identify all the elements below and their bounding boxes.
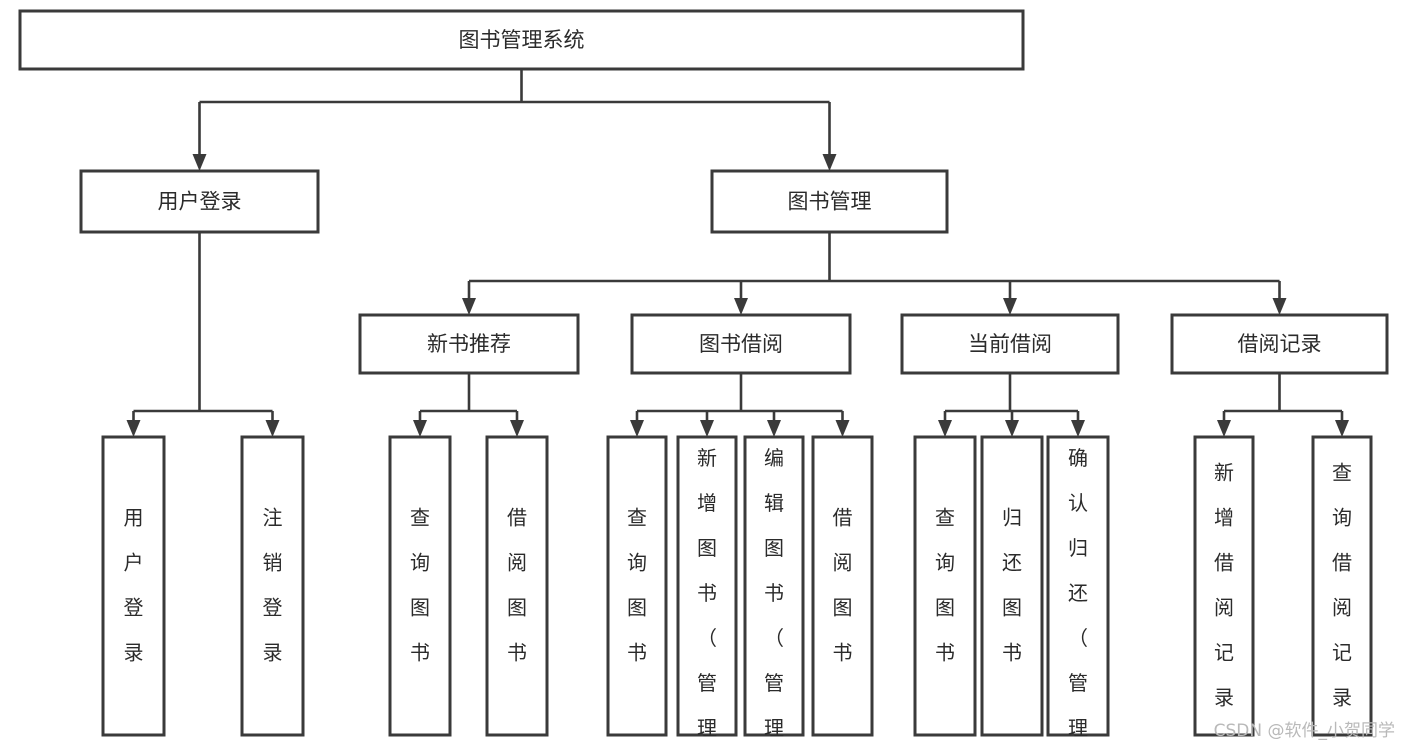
- node-box[interactable]: [1170, 313, 1389, 375]
- arrow-head-icon: [1335, 420, 1349, 437]
- arrow-head-icon: [734, 298, 748, 315]
- arrow-head-icon: [1272, 298, 1287, 315]
- node-label: 新增借阅记录: [1214, 460, 1234, 709]
- node-level2[interactable]: 图书管理: [710, 169, 949, 234]
- node-label: 查询图书: [410, 505, 430, 664]
- watermark-label: CSDN @软件_小贺同学: [1213, 721, 1395, 741]
- node-box[interactable]: [913, 435, 977, 737]
- node-box[interactable]: [101, 435, 166, 737]
- node-box[interactable]: [18, 9, 1025, 71]
- arrow-head-icon: [1071, 420, 1085, 437]
- node-box[interactable]: [606, 435, 668, 737]
- node-leaf[interactable]: 用户登录: [101, 435, 166, 737]
- node-label: 编辑图书（管理员）: [764, 446, 784, 747]
- node-label: 查询图书: [627, 505, 647, 664]
- arrow-head-icon: [510, 420, 524, 437]
- node-label: 图书管理系统: [459, 28, 585, 52]
- arrow-head-icon: [265, 420, 280, 437]
- arrow-head-icon: [1217, 420, 1231, 437]
- node-label: 注销登录: [263, 505, 283, 664]
- arrow-head-icon: [630, 420, 644, 437]
- arrow-head-icon: [1005, 420, 1019, 437]
- node-root[interactable]: 图书管理系统: [18, 9, 1025, 71]
- node-level2[interactable]: 用户登录: [79, 169, 320, 234]
- node-leaf[interactable]: 新增图书（管理员）: [676, 435, 738, 747]
- node-label: 新书推荐: [427, 332, 511, 356]
- arrow-head-icon: [822, 154, 837, 171]
- arrow-head-icon: [462, 298, 476, 315]
- node-label: 当前借阅: [968, 332, 1052, 356]
- node-box[interactable]: [79, 169, 320, 234]
- node-label: 归还图书: [1002, 505, 1022, 664]
- node-box[interactable]: [743, 435, 805, 737]
- node-leaf[interactable]: 借阅图书: [811, 435, 874, 737]
- node-label: 新增图书（管理员）: [697, 446, 717, 747]
- node-level3[interactable]: 图书借阅: [630, 313, 852, 375]
- node-leaf[interactable]: 查询借阅记录: [1311, 435, 1373, 737]
- node-box[interactable]: [811, 435, 874, 737]
- node-label: 借阅图书: [833, 505, 853, 664]
- node-level3[interactable]: 当前借阅: [900, 313, 1120, 375]
- node-label: 确认归还（管理员）: [1068, 446, 1088, 747]
- arrow-head-icon: [192, 154, 207, 171]
- node-leaf[interactable]: 查询图书: [388, 435, 452, 737]
- arrow-head-icon: [835, 420, 850, 437]
- node-leaf[interactable]: 确认归还（管理员）: [1046, 435, 1110, 747]
- node-box[interactable]: [900, 313, 1120, 375]
- node-label: 图书借阅: [699, 332, 783, 356]
- arrow-head-icon: [126, 420, 141, 437]
- node-leaf[interactable]: 查询图书: [606, 435, 668, 737]
- node-label: 查询图书: [935, 505, 955, 664]
- node-box[interactable]: [1193, 435, 1255, 737]
- arrow-head-icon: [767, 420, 781, 437]
- arrow-head-icon: [413, 420, 427, 437]
- arrow-head-icon: [700, 420, 714, 437]
- node-layer: 图书管理系统用户登录图书管理新书推荐图书借阅当前借阅借阅记录用户登录注销登录查询…: [18, 9, 1389, 747]
- node-box[interactable]: [710, 169, 949, 234]
- connector-layer: [126, 69, 1349, 437]
- node-label: 借阅记录: [1238, 332, 1322, 356]
- node-label: 借阅图书: [507, 505, 527, 664]
- node-box[interactable]: [980, 435, 1044, 737]
- node-leaf[interactable]: 新增借阅记录: [1193, 435, 1255, 737]
- node-label: 用户登录: [158, 190, 242, 214]
- node-leaf[interactable]: 注销登录: [240, 435, 305, 737]
- node-box[interactable]: [1311, 435, 1373, 737]
- node-label: 用户登录: [124, 505, 144, 664]
- node-level3[interactable]: 新书推荐: [358, 313, 580, 375]
- node-level3[interactable]: 借阅记录: [1170, 313, 1389, 375]
- arrow-head-icon: [1003, 298, 1017, 315]
- node-box[interactable]: [630, 313, 852, 375]
- node-box[interactable]: [485, 435, 549, 737]
- node-label: 图书管理: [788, 190, 872, 214]
- node-box[interactable]: [1046, 435, 1110, 737]
- node-box[interactable]: [676, 435, 738, 737]
- node-leaf[interactable]: 编辑图书（管理员）: [743, 435, 805, 747]
- node-leaf[interactable]: 归还图书: [980, 435, 1044, 737]
- arrow-head-icon: [938, 420, 952, 437]
- node-label: 查询借阅记录: [1332, 460, 1352, 709]
- node-box[interactable]: [240, 435, 305, 737]
- node-box[interactable]: [388, 435, 452, 737]
- node-box[interactable]: [358, 313, 580, 375]
- node-leaf[interactable]: 借阅图书: [485, 435, 549, 737]
- node-leaf[interactable]: 查询图书: [913, 435, 977, 737]
